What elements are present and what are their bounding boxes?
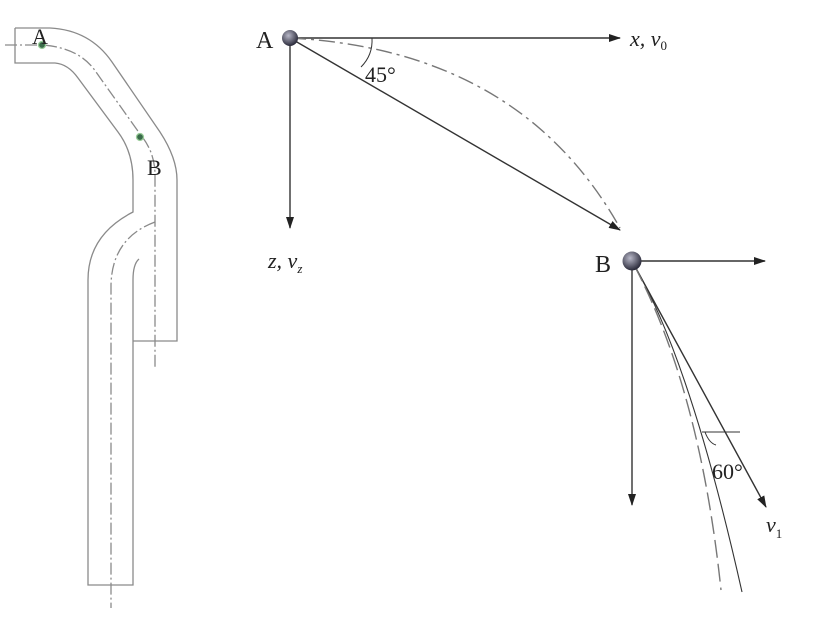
point-a-dot (37, 40, 47, 50)
trajectory-drawing (286, 34, 767, 593)
v1-label-text: v (766, 512, 776, 537)
angle-60-label: 60° (712, 459, 743, 484)
angle-45-arc (360, 37, 373, 68)
ball-b (622, 251, 642, 271)
z-axis-subscript: z (296, 261, 302, 276)
label-b: B (595, 252, 611, 278)
pipe-outer-wall (15, 27, 178, 342)
x-axis-label: x, v0 (629, 26, 667, 53)
ball-a (282, 30, 298, 46)
x-axis-label-text: x, v (629, 26, 661, 51)
v1-arrow (631, 260, 767, 508)
point-b-dot (135, 132, 145, 142)
angle-45-label: 45° (365, 62, 396, 87)
x-axis-subscript: 0 (661, 38, 668, 53)
z-axis-label-text: z, v (267, 248, 298, 273)
displacement-arrow (289, 37, 621, 231)
z-axis-label: z, vz (267, 248, 302, 276)
angle-60-arc (704, 431, 717, 446)
pipe-inner-wall (14, 28, 140, 586)
label-a: A (256, 28, 274, 54)
pipe-drawing (5, 27, 178, 608)
pipe-centerline-lower (110, 221, 156, 608)
pipe-label-a: A (32, 24, 48, 49)
pipe-centerline (5, 44, 156, 368)
pipe-label-b: B (147, 155, 162, 180)
trajectory-curve-ab (289, 37, 621, 229)
trajectory-curve-b (633, 264, 722, 591)
trajectory-line-b (633, 264, 743, 593)
v1-label: v1 (766, 512, 782, 541)
v1-subscript: 1 (776, 526, 783, 541)
